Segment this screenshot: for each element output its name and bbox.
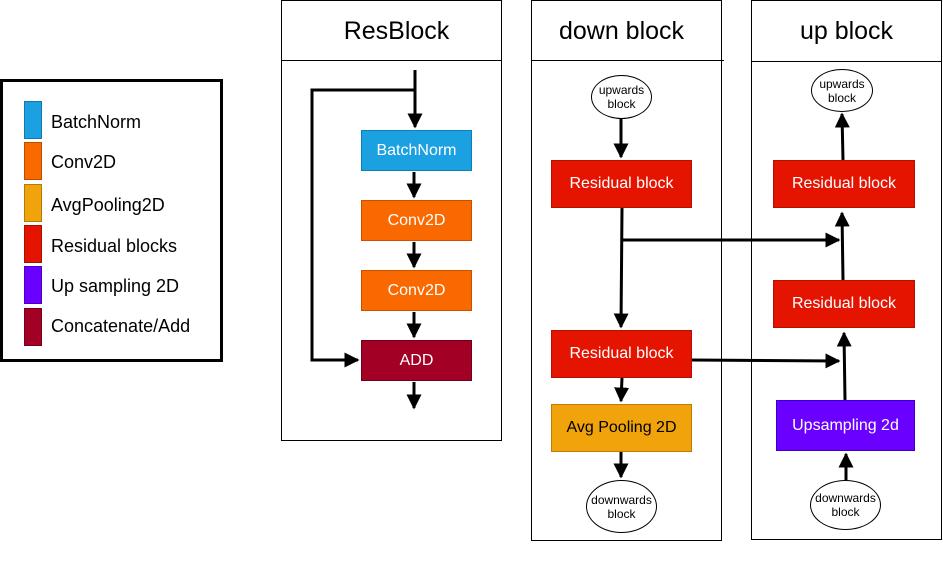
legend-label-concat-add: Concatenate/Add	[51, 316, 191, 336]
resblock-conv2d-2: Conv2D	[361, 270, 472, 311]
down-avg-pooling: Avg Pooling 2D	[551, 404, 692, 452]
down-block-header-divider	[531, 60, 724, 61]
resblock-batchnorm: BatchNorm	[361, 130, 472, 171]
resblock-conv2d-1: Conv2D	[361, 200, 472, 241]
down-arrow-res-pool	[614, 377, 630, 403]
down-arrow-res-res	[613, 207, 629, 329]
up-arrow-out	[834, 112, 850, 161]
legend-swatch-avgpool	[24, 184, 42, 222]
down-residual-block-1: Residual block	[551, 160, 692, 208]
up-block-title: up block	[799, 17, 894, 45]
res-skip-connection	[310, 88, 415, 368]
legend-swatch-residual	[24, 225, 42, 263]
resblock-add: ADD	[361, 340, 472, 381]
legend-label-residual: Residual blocks	[51, 236, 178, 256]
legend-label-avgpool: AvgPooling2D	[51, 195, 165, 215]
legend-label-conv2d: Conv2D	[51, 152, 117, 172]
down-skip-2	[691, 353, 841, 369]
resblock-title: ResBlock	[343, 17, 450, 45]
legend-swatch-conv2d	[24, 142, 42, 180]
up-arrow-res-res	[834, 211, 850, 281]
legend-swatch-concat-add	[24, 308, 42, 346]
up-arrow-upsample-res	[836, 331, 852, 401]
up-block-header-divider	[751, 61, 942, 62]
up-upsampling: Upsampling 2d	[776, 400, 915, 451]
down-residual-block-2: Residual block	[551, 330, 692, 378]
up-residual-block-1: Residual block	[773, 160, 915, 208]
resblock-header-divider	[281, 60, 502, 61]
legend: BatchNorm Conv2D AvgPooling2D Residual b…	[0, 79, 223, 362]
down-block-title: down block	[558, 17, 685, 45]
legend-swatch-upsampling	[24, 266, 42, 304]
up-residual-block-2: Residual block	[773, 280, 915, 328]
legend-swatch-batchnorm	[24, 101, 42, 139]
legend-label-batchnorm: BatchNorm	[51, 112, 142, 132]
legend-label-upsampling: Up sampling 2D	[51, 276, 180, 296]
